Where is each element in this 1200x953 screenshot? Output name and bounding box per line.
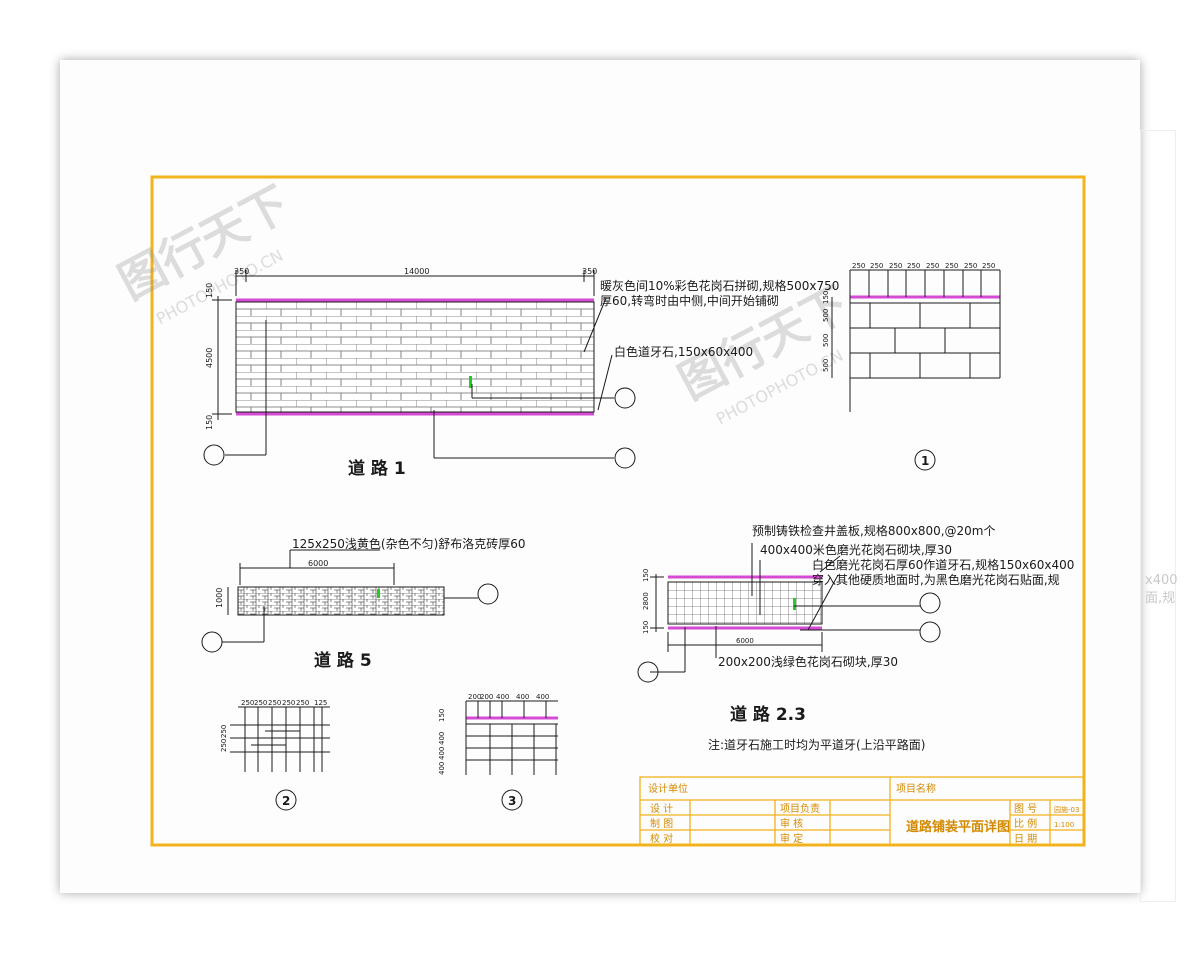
detail3-dim: 200 (468, 693, 481, 701)
field-label: 日 期 (1014, 833, 1037, 845)
road5-plan (201, 549, 499, 653)
road23-plan (637, 543, 941, 683)
detail2-dim: 250 (254, 699, 267, 707)
road5-dim-length: 6000 (308, 559, 328, 568)
detail1-dim: 250 (926, 262, 939, 270)
detail2 (230, 706, 330, 811)
detail2-dim: 250 (241, 699, 254, 707)
road23-note-base: 200x200浅绿色花岗石砌块,厚30 (718, 654, 898, 669)
ghost-text: x400 (1145, 573, 1178, 588)
title-block-text: 设计单位 项目名称 设 计 制 图 校 对 项目负责 审 核 审 定 道路铺装平… (648, 782, 1079, 845)
road1-note-paving: 暖灰色间10%彩色花岗石拼砌,规格500x750 (600, 278, 839, 293)
background-sheet-edge (1140, 130, 1176, 902)
detail1-dim: 250 (870, 262, 883, 270)
field-value: 园施-03 (1054, 805, 1079, 814)
road23-dim-bottom: 150 (642, 621, 650, 634)
road23-dim-length: 6000 (736, 637, 754, 645)
detail1-dim: 250 (907, 262, 920, 270)
detail3-side: 400 (438, 762, 446, 775)
background-sheet-text: x400 面,规 (1145, 573, 1178, 606)
drawing-title: 道路铺装平面详图 (906, 819, 1010, 835)
detail1-side: 150 (822, 291, 830, 304)
drawing-frame (150, 175, 1086, 847)
detail2-dim: 125 (314, 699, 327, 707)
detail3-labels: 200 200 400 400 400 150 400 400 400 3 (438, 693, 549, 808)
detail3-dim: 400 (516, 693, 529, 701)
title-block (639, 776, 1085, 846)
row-label: 制 图 (650, 817, 673, 830)
ghost-text: 面,规 (1145, 591, 1175, 606)
detail1-dim: 250 (945, 262, 958, 270)
detail2-side: 250 (220, 725, 228, 738)
detail2-dim: 250 (282, 699, 295, 707)
road1-dim-height: 4500 (205, 348, 214, 368)
road23-footnote: 注:道牙石施工时均为平道牙(上沿平路面) (708, 737, 925, 752)
road23-paving (667, 581, 823, 625)
detail3-side: 400 (438, 732, 446, 745)
detail3-dim: 400 (496, 693, 509, 701)
road1-dim-right: 350 (582, 267, 597, 276)
detail2-dim: 250 (268, 699, 281, 707)
detail1-dim: 250 (982, 262, 995, 270)
field-label: 图 号 (1014, 803, 1037, 815)
road1-note-paving-2: 厚60,转弯时由中侧,中间开始铺砌 (600, 293, 779, 308)
road1-dim-width: 14000 (404, 267, 429, 276)
road23-note-cover: 预制铸铁检查井盖板,规格800x800,@20m个 (752, 523, 996, 538)
detail2-dim: 250 (296, 699, 309, 707)
detail3-dim: 200 (480, 693, 493, 701)
detail2-side: 250 (220, 739, 228, 752)
field-value: 1:100 (1054, 821, 1074, 829)
row-label: 校 对 (650, 832, 673, 845)
detail1-side: 500 (822, 359, 830, 372)
road23-title: 道 路 2.3 (730, 704, 806, 725)
road23-labels: 预制铸铁检查井盖板,规格800x800,@20m个 400x400米色磨光花岗石… (642, 523, 1074, 752)
road1-paving (235, 301, 595, 413)
road1-dim-left: 350 (234, 267, 249, 276)
role-label: 审 核 (780, 817, 803, 830)
detail2-label: 2 (282, 794, 290, 808)
detail1-side: 500 (822, 334, 830, 347)
detail1-labels: 250 250 250 250 250 250 250 250 150 500 … (822, 262, 995, 468)
detail2-labels: 250 250 250 250 250 125 250 250 2 (220, 699, 327, 808)
road5-title: 道 路 5 (314, 650, 372, 671)
project-name-label: 项目名称 (896, 782, 936, 795)
detail3-side: 150 (438, 709, 446, 722)
road23-dim-width: 2800 (642, 592, 650, 610)
road5-note: 125x250浅黄色(杂色不匀)舒布洛克砖厚60 (292, 536, 526, 551)
road1-plan (203, 270, 636, 469)
row-label: 设 计 (650, 802, 673, 815)
detail3-side: 400 (438, 747, 446, 760)
detail1-side: 500 (822, 309, 830, 322)
road1-dim-bottom: 150 (205, 415, 214, 430)
road5-paving (237, 586, 445, 616)
role-label: 审 定 (780, 832, 803, 845)
detail3 (465, 700, 558, 811)
road1-dim-top: 150 (205, 283, 214, 298)
road5-labels: 125x250浅黄色(杂色不匀)舒布洛克砖厚60 6000 1000 道 路 5 (215, 536, 526, 671)
detail1-dim: 250 (852, 262, 865, 270)
detail3-label: 3 (508, 794, 516, 808)
road1-labels: 350 14000 350 150 4500 150 暖灰色间10%彩色花岗石拼… (205, 267, 839, 479)
detail1 (831, 269, 1001, 471)
road23-note-granite: 400x400米色磨光花岗石砌块,厚30 (760, 542, 952, 557)
road1-note-curb: 白色道牙石,150x60x400 (614, 344, 753, 359)
road23-note-curb: 白色磨光花岗石厚60作道牙石,规格150x60x400 (812, 557, 1074, 572)
detail3-dim: 400 (536, 693, 549, 701)
detail1-dim: 250 (889, 262, 902, 270)
detail1-label: 1 (921, 454, 929, 468)
field-label: 比 例 (1014, 817, 1037, 830)
road23-dim-top: 150 (642, 569, 650, 582)
role-label: 项目负责 (780, 802, 820, 815)
design-unit-label: 设计单位 (648, 782, 688, 795)
road1-title: 道 路 1 (348, 458, 406, 479)
road23-note-curb-2: 穿入其他硬质地面时,为黑色磨光花岗石贴面,规 (812, 572, 1060, 587)
detail1-dim: 250 (964, 262, 977, 270)
road5-dim-width: 1000 (215, 588, 224, 608)
drawing-sheet (60, 60, 1140, 893)
